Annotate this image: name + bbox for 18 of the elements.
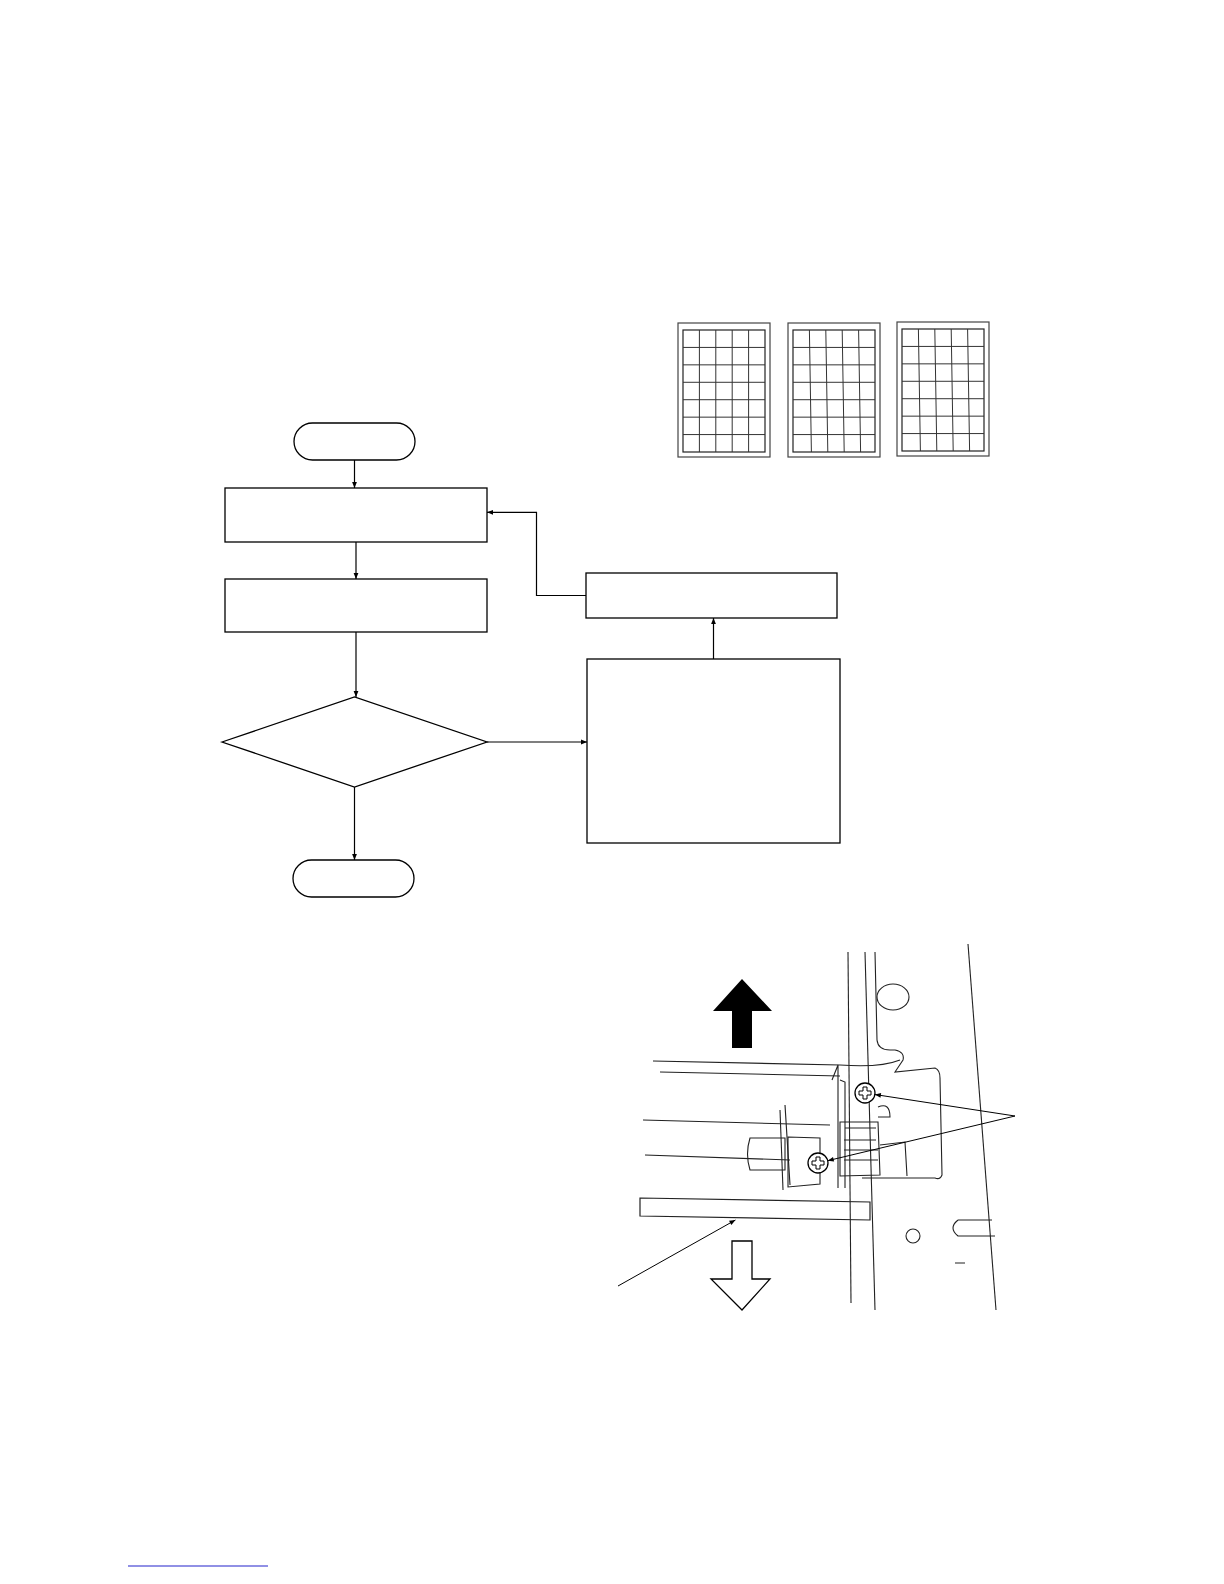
arrow: [352, 459, 357, 489]
arrow: [353, 541, 359, 580]
decision-diamond: [219, 696, 490, 788]
leader-line: [827, 1115, 1016, 1162]
arrow: [486, 739, 588, 745]
process-box: [585, 572, 838, 619]
leader-line: [617, 1219, 736, 1287]
arrow: [486, 509, 587, 597]
screw-icon: [854, 1082, 876, 1104]
process-box: [586, 658, 841, 844]
process-box: [224, 578, 488, 633]
process-box: [224, 487, 488, 543]
leader-line: [874, 1093, 1016, 1117]
arrow: [352, 786, 357, 861]
arrow: [353, 631, 359, 698]
arrow: [711, 617, 716, 660]
screw-icon: [807, 1152, 829, 1174]
rail-bar: [639, 1197, 871, 1221]
